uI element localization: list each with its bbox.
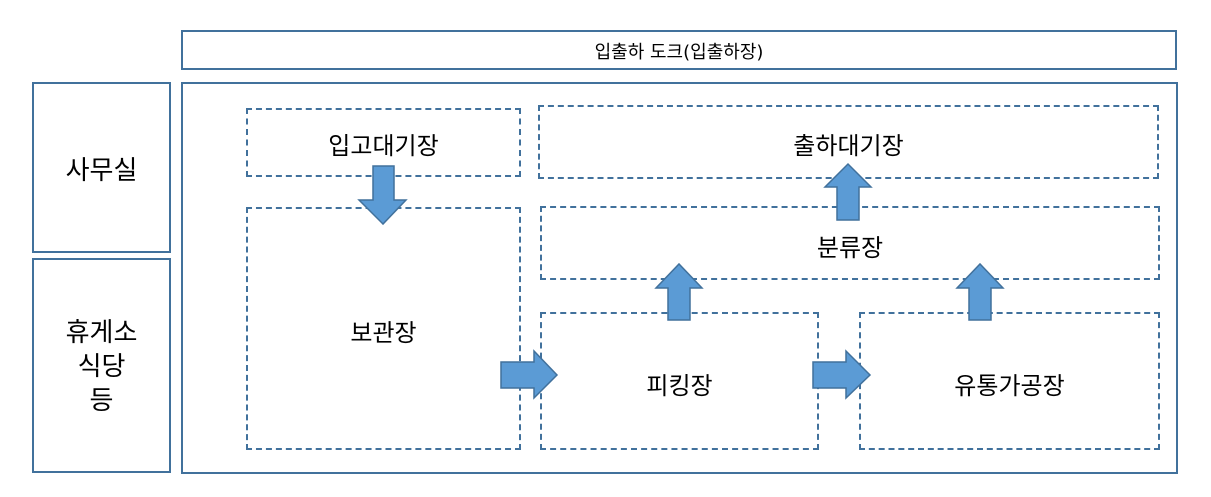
dock-label: 입출하 도크(입출하장) bbox=[594, 42, 764, 63]
receiving-wait-label: 입고대기장 bbox=[328, 132, 439, 160]
processing-label: 유통가공장 bbox=[954, 372, 1065, 400]
arrow-right-storage-to-picking bbox=[500, 349, 559, 400]
dock-box: 입출하 도크(입출하장) bbox=[181, 30, 1177, 70]
arrow-right-picking-to-processing bbox=[812, 349, 872, 400]
lounge-label-line-2: 식당 bbox=[77, 352, 126, 382]
arrow-down-receiving-to-storage bbox=[357, 165, 408, 226]
office-label: 사무실 bbox=[65, 156, 138, 186]
lounge-box: 휴게소 식당 등 bbox=[32, 258, 171, 473]
lounge-label-line-1: 휴게소 bbox=[65, 318, 138, 348]
picking-label: 피킹장 bbox=[646, 372, 713, 400]
arrow-up-sorting-to-shipping bbox=[823, 162, 873, 221]
sorting-label: 분류장 bbox=[816, 234, 884, 262]
picking-zone: 피킹장 bbox=[540, 312, 819, 450]
storage-zone: 보관장 bbox=[246, 207, 521, 450]
arrow-up-processing-to-sorting bbox=[955, 262, 1005, 321]
arrow-up-picking-to-sorting bbox=[654, 262, 704, 321]
shipping-wait-label: 출하대기장 bbox=[793, 132, 904, 160]
lounge-label-line-3: 등 bbox=[89, 386, 114, 416]
office-box: 사무실 bbox=[32, 82, 171, 253]
processing-zone: 유통가공장 bbox=[859, 312, 1160, 450]
storage-label: 보관장 bbox=[350, 319, 417, 347]
